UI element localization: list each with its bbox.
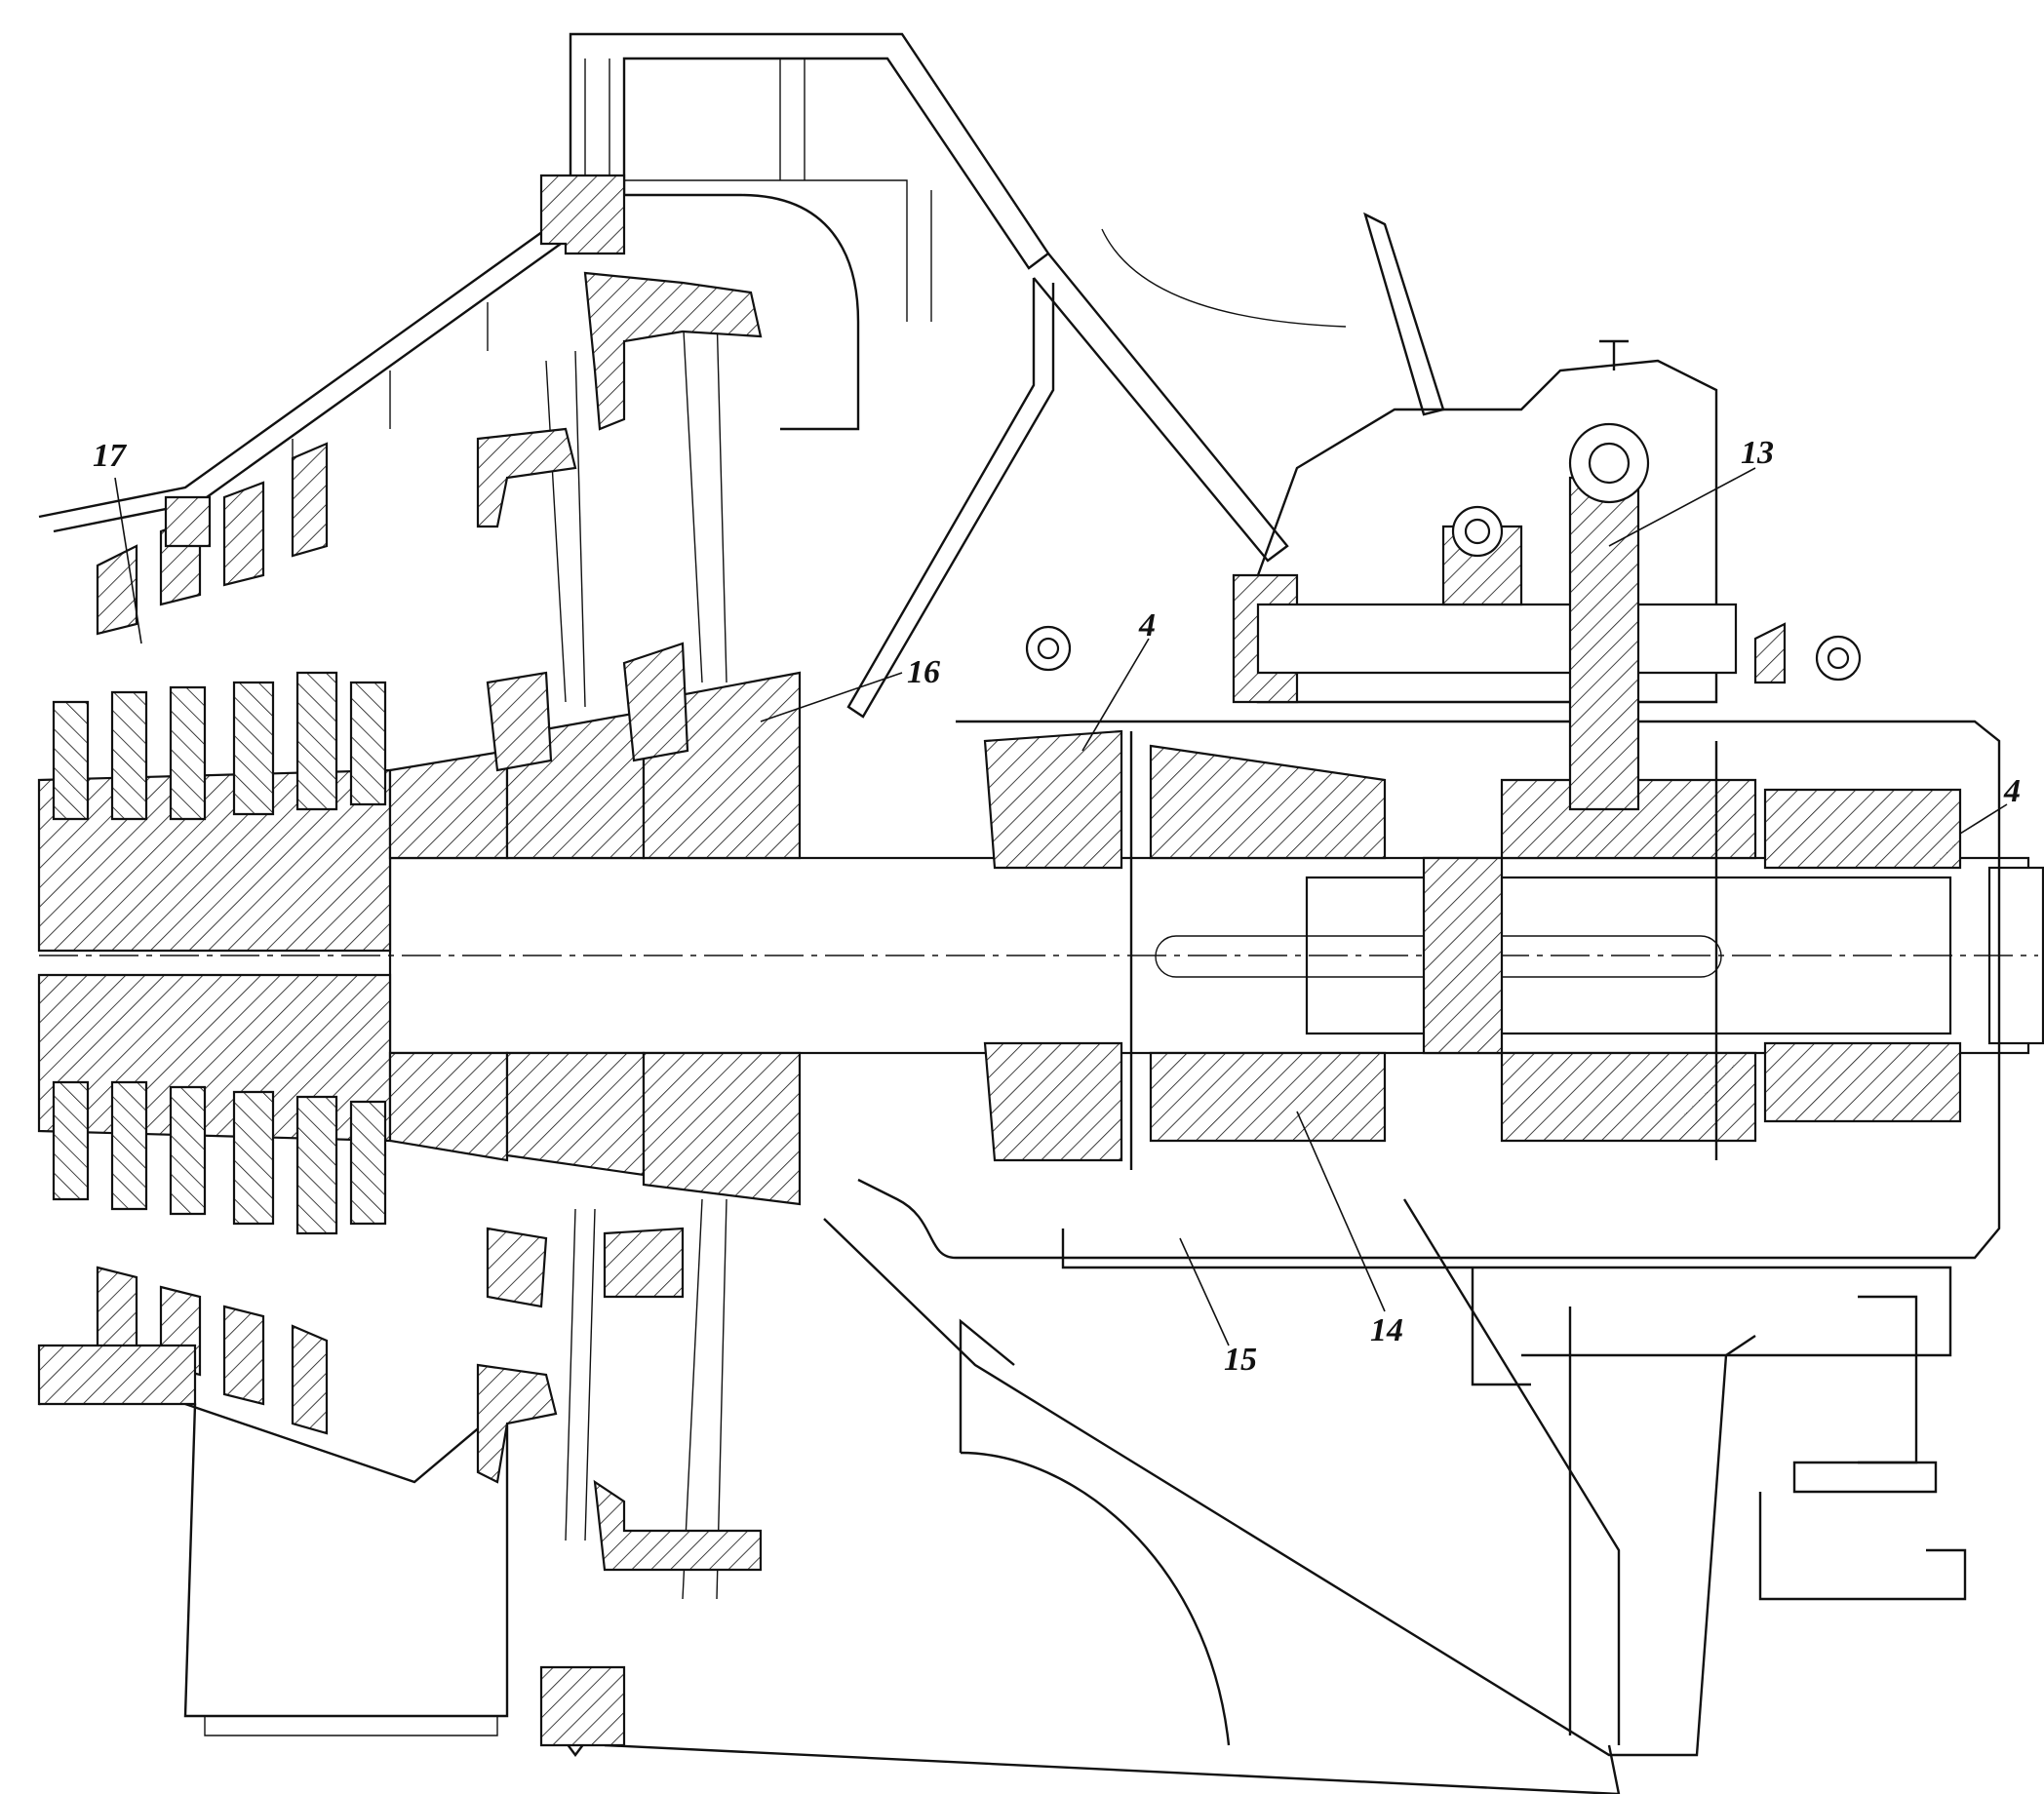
leader-lines	[114, 467, 2008, 1346]
compressor-rotor	[37, 442, 392, 1435]
bearing-housings	[857, 625, 2001, 1357]
label-15: 15	[1224, 1342, 1257, 1378]
label-17: 17	[93, 438, 128, 474]
label-4-right: 4	[2003, 773, 2021, 809]
gearbox-top-assembly	[1232, 212, 1787, 811]
turbine-rotor	[388, 174, 802, 1747]
label-14: 14	[1370, 1312, 1403, 1348]
label-13: 13	[1741, 435, 1774, 471]
outer-casing	[38, 32, 1967, 1794]
main-shaft	[39, 856, 2044, 1055]
part-labels: 17 16 4 4 13 14 15	[93, 435, 2021, 1378]
label-16: 16	[907, 654, 940, 690]
label-4-left: 4	[1138, 607, 1156, 644]
